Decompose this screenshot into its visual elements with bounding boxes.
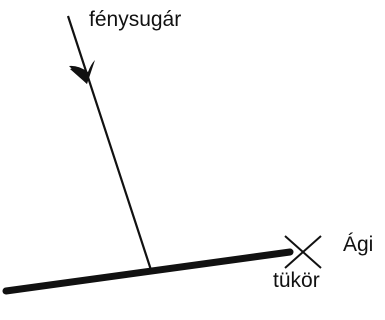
- point-label: Ági: [343, 233, 374, 256]
- mirror-line: [2, 248, 294, 295]
- mirror-label: tükör: [273, 269, 320, 292]
- light-ray-label: fénysugár: [89, 8, 182, 31]
- light-ray-arrowhead-shape: [69, 60, 95, 84]
- light-ray-line: [66, 15, 153, 271]
- point-cross-mark: [284, 235, 322, 269]
